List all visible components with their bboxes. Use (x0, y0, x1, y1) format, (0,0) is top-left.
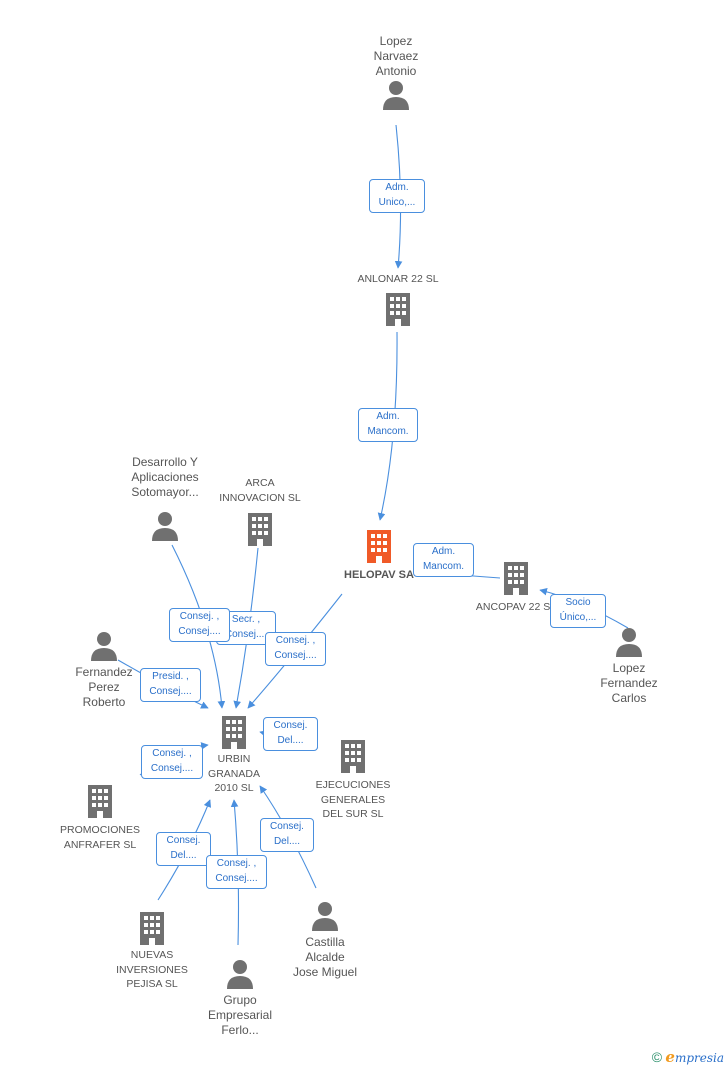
role-badge[interactable]: Adm. Mancom. (413, 543, 474, 577)
person-icon (312, 902, 338, 931)
building-icon (386, 292, 410, 326)
node-label: Lopez Narvaez Antonio (373, 34, 419, 78)
role-badge[interactable]: Socio Único,... (550, 594, 606, 628)
node-anlonar[interactable]: ANLONAR 22 SL (338, 272, 458, 327)
node-helopav[interactable]: HELOPAV SA (327, 528, 431, 583)
brand-logo-initial: e (665, 1048, 675, 1066)
node-label: ANLONAR 22 SL (357, 273, 439, 285)
role-badge[interactable]: Consej. , Consej.... (206, 855, 267, 889)
person-icon (383, 81, 409, 110)
node-promociones[interactable]: PROMOCIONES ANFRAFER SL (52, 783, 148, 852)
node-label: Fernandez Perez Roberto (75, 665, 133, 709)
node-ejecuciones[interactable]: EJECUCIONES GENERALES DEL SUR SL (304, 738, 402, 822)
person-icon (227, 960, 253, 989)
role-badge[interactable]: Adm. Mancom. (358, 408, 418, 442)
role-badge[interactable]: Adm. Unico,... (369, 179, 425, 213)
node-label: Desarrollo Y Aplicaciones Sotomayor... (131, 455, 199, 499)
node-grupo[interactable]: Grupo Empresarial Ferlo... (196, 958, 284, 1038)
node-nuevas[interactable]: NUEVAS INVERSIONES PEJISA SL (106, 910, 198, 992)
person-icon (91, 632, 117, 661)
node-label: PROMOCIONES ANFRAFER SL (60, 824, 140, 851)
node-arca[interactable]: ARCA INNOVACION SL (208, 476, 312, 547)
node-fernandez-perez[interactable]: Fernandez Perez Roberto (62, 630, 146, 710)
brand-logo-text: mpresia (674, 1051, 724, 1065)
node-label: Lopez Fernandez Carlos (600, 661, 658, 705)
node-desarrollo[interactable]: Desarrollo Y Aplicaciones Sotomayor... (112, 455, 218, 542)
role-badge[interactable]: Consej. , Consej.... (141, 745, 203, 779)
node-label: NUEVAS INVERSIONES PEJISA SL (116, 949, 188, 990)
node-label: HELOPAV SA (344, 569, 414, 581)
building-icon (222, 716, 246, 749)
node-label: Castilla Alcalde Jose Miguel (292, 935, 358, 979)
node-lopez-narvaez[interactable]: Lopez Narvaez Antonio (346, 34, 446, 111)
building-icon (88, 785, 112, 818)
node-label: URBIN GRANADA 2010 SL (208, 753, 260, 794)
role-badge[interactable]: Consej. , Consej.... (265, 632, 326, 666)
node-lopez-fernandez[interactable]: Lopez Fernandez Carlos (584, 626, 674, 706)
building-icon (504, 562, 528, 595)
node-castilla[interactable]: Castilla Alcalde Jose Miguel (278, 900, 372, 980)
role-badge[interactable]: Consej. Del.... (260, 818, 314, 852)
node-label: ARCA INNOVACION SL (219, 477, 301, 504)
building-icon (248, 513, 272, 546)
person-icon (152, 512, 178, 541)
building-icon (140, 912, 164, 945)
node-urbin[interactable]: URBIN GRANADA 2010 SL (192, 714, 276, 796)
brand-footer[interactable]: © empresia (652, 1048, 724, 1066)
role-badge[interactable]: Consej. Del.... (263, 717, 318, 751)
node-ancopav[interactable]: ANCOPAV 22 SL (464, 560, 568, 615)
building-icon (341, 740, 365, 773)
role-badge[interactable]: Presid. , Consej.... (140, 668, 201, 702)
role-badge[interactable]: Consej. Del.... (156, 832, 211, 866)
node-label: EJECUCIONES GENERALES DEL SUR SL (315, 779, 391, 820)
copyright-symbol: © (651, 1049, 663, 1065)
building-icon (367, 530, 391, 563)
person-icon (616, 628, 642, 657)
node-label: Grupo Empresarial Ferlo... (207, 993, 273, 1037)
role-badge[interactable]: Consej. , Consej.... (169, 608, 230, 642)
